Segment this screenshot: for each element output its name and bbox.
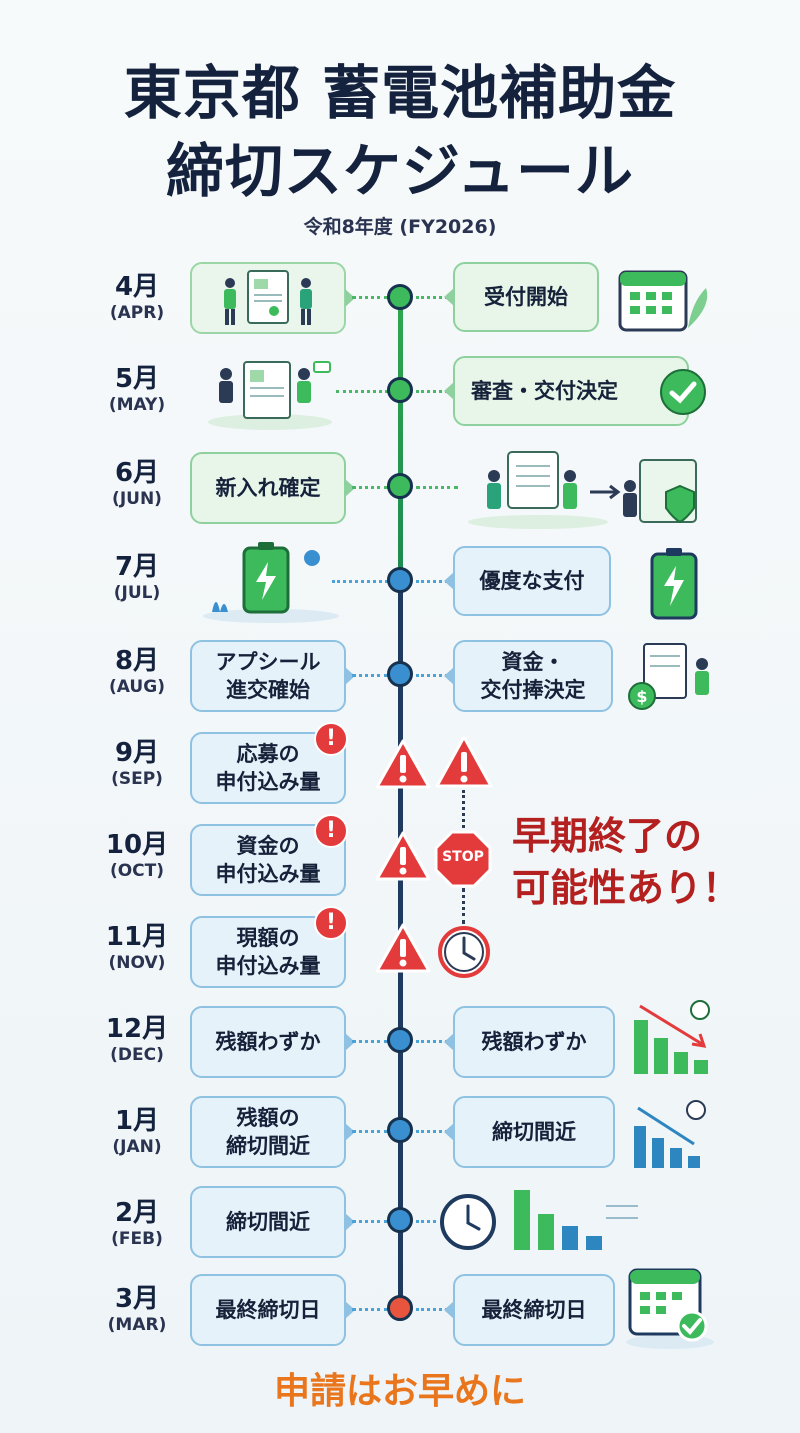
connector-stop-top <box>462 790 465 828</box>
apply-early-message: 申請はお早めに <box>273 1371 526 1412</box>
event-mar-left: 最終締切日 <box>190 1274 355 1346</box>
month-label-dec: 12月(DEC) <box>105 1014 169 1065</box>
review-document-illustration <box>208 361 332 430</box>
month-label-nov: 11月(NOV) <box>105 922 169 973</box>
event-aug-right: 資金・交付捧決定 <box>444 640 613 712</box>
event-apr-reception-start: 受付開始 <box>444 262 599 332</box>
event-jan-right: 締切間近 <box>444 1096 615 1168</box>
alert-icon-sep: ! <box>314 722 348 756</box>
connector-jun-right <box>416 486 458 489</box>
timeline-node-feb[interactable] <box>387 1207 413 1233</box>
event-jun-new-entry-confirmed: 新入れ確定 <box>190 452 355 524</box>
timeline-node-dec[interactable] <box>387 1027 413 1053</box>
event-aug-left: アプシール進交確始 <box>190 640 355 712</box>
timeline-node-may[interactable] <box>387 377 413 403</box>
event-dec-left: 残額わずか <box>190 1006 355 1078</box>
clock-icon <box>440 1194 496 1250</box>
connector-mar-right <box>416 1308 448 1311</box>
timeline-node-mar-final[interactable] <box>387 1295 413 1321</box>
svg-text:$: $ <box>636 687 647 706</box>
month-label-jul: 7月(JUL) <box>113 552 161 603</box>
connector-may-left <box>336 390 388 393</box>
stop-sign-icon <box>434 830 492 888</box>
event-dec-right: 残額わずか <box>444 1006 615 1078</box>
connector-aug-left <box>352 674 388 677</box>
connector-stop-bottom <box>462 888 465 924</box>
connector-aug-right <box>416 674 448 677</box>
month-label-feb: 2月(FEB) <box>111 1198 163 1249</box>
people-document-icon <box>224 270 312 325</box>
connector-mar-left <box>352 1308 388 1311</box>
money-document-icon: $ <box>628 643 709 710</box>
connector-jun-left <box>352 486 388 489</box>
warning-triangle-icon <box>375 923 431 973</box>
event-feb-left: 締切間近 <box>190 1186 355 1258</box>
shrinking-bars-icon <box>514 1190 638 1250</box>
warning-triangle-icon <box>375 831 431 881</box>
timeline-node-aug[interactable] <box>387 661 413 687</box>
connector-dec-right <box>416 1040 448 1043</box>
declining-chart-icon <box>634 1100 706 1168</box>
connector-jan-left <box>352 1130 388 1133</box>
early-end-warning-line2: 可能性あり！ <box>512 866 741 910</box>
month-label-mar: 3月(MAR) <box>107 1284 167 1335</box>
connector-dec-left <box>352 1040 388 1043</box>
warning-triangle-icon <box>375 739 431 789</box>
month-label-sep: 9月(SEP) <box>111 738 163 789</box>
alert-icon-oct: ! <box>314 814 348 848</box>
timeline-node-apr[interactable] <box>387 284 413 310</box>
month-label-may: 5月(MAY) <box>108 364 166 415</box>
connector-feb-left <box>352 1220 388 1223</box>
calendar-icon <box>618 270 708 332</box>
event-jul-payment: 優度な支付 <box>444 546 611 616</box>
declining-bar-chart-icon <box>634 1000 710 1074</box>
event-jan-left: 残額の締切間近 <box>190 1096 355 1168</box>
month-label-jun: 6月(JUN) <box>112 458 162 509</box>
month-label-aug: 8月(AUG) <box>109 646 165 697</box>
connector-jul-left <box>332 580 388 583</box>
timeline-node-jun[interactable] <box>387 473 413 499</box>
battery-icon <box>650 548 698 620</box>
event-may-review-decision: 審査・交付決定 <box>444 356 689 426</box>
final-deadline-calendar-icon <box>626 1268 714 1349</box>
alert-icon-nov: ! <box>314 906 348 940</box>
page-subtitle: 令和8年度 (FY2026) <box>303 216 497 238</box>
stop-sign-label: STOP <box>442 849 484 865</box>
warning-triangle-large-icon <box>435 735 493 788</box>
event-mar-right: 最終締切日 <box>444 1274 615 1346</box>
connector-may-right <box>416 390 448 393</box>
clock-icon <box>438 926 490 978</box>
timeline-node-jul[interactable] <box>387 567 413 593</box>
month-label-apr: 4月(APR) <box>109 272 165 323</box>
check-circle-icon <box>660 369 706 415</box>
illustration-documents-people <box>190 262 355 334</box>
timeline-node-jan[interactable] <box>387 1117 413 1143</box>
month-label-jan: 1月(JAN) <box>112 1106 162 1157</box>
early-end-warning-line1: 早期終了の <box>512 814 703 858</box>
page-title-line2: 締切スケジュール <box>166 137 634 205</box>
connector-feb-right <box>416 1220 436 1223</box>
connector-apr-right <box>416 296 448 299</box>
approval-shield-illustration <box>468 451 697 529</box>
month-label-oct: 10月(OCT) <box>105 830 169 881</box>
timeline-line <box>398 296 403 1306</box>
timeline-line-active <box>398 296 403 576</box>
connector-apr-left <box>352 296 388 299</box>
connector-jan-right <box>416 1130 448 1133</box>
page-title-line1: 東京都 蓄電池補助金 <box>123 59 677 127</box>
connector-jul-right <box>416 580 448 583</box>
battery-charging-illustration <box>203 542 339 623</box>
